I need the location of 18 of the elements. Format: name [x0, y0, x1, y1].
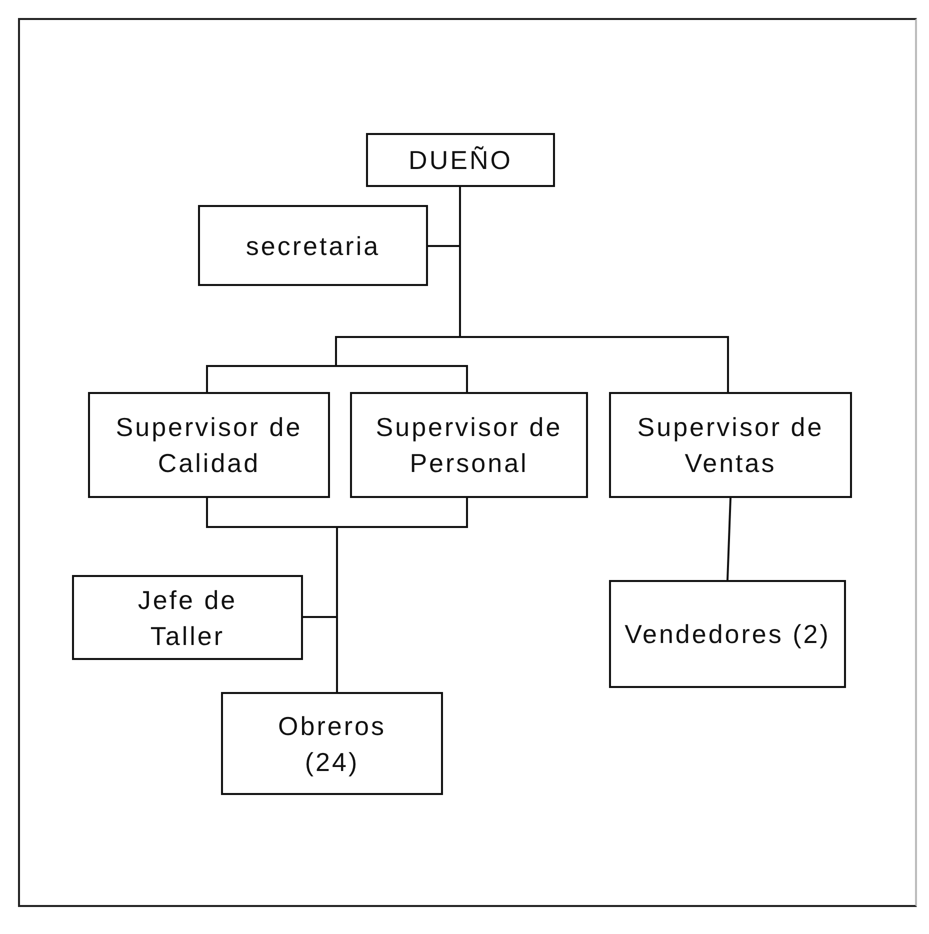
org-box: [198, 205, 428, 286]
org-box: [72, 575, 303, 660]
org-box: [609, 580, 846, 688]
position-title: DUEÑO: [408, 144, 512, 177]
connector-line: [336, 498, 468, 692]
org-box: [609, 392, 852, 498]
connector-line: [726, 498, 732, 580]
position-title: Supervisor de Calidad: [114, 411, 304, 480]
position-title: Obreros (24): [277, 710, 387, 778]
org-box: [366, 133, 555, 187]
position-title: Supervisor de Ventas: [636, 411, 825, 480]
org-box: [88, 392, 330, 498]
position-title: Jefe de Taller: [136, 584, 238, 652]
org-box: [221, 692, 443, 795]
org-box: [350, 392, 588, 498]
position-title: secretaria: [246, 230, 380, 262]
position-title: Vendedores (2): [624, 618, 830, 651]
position-title: Supervisor de Personal: [374, 411, 564, 480]
